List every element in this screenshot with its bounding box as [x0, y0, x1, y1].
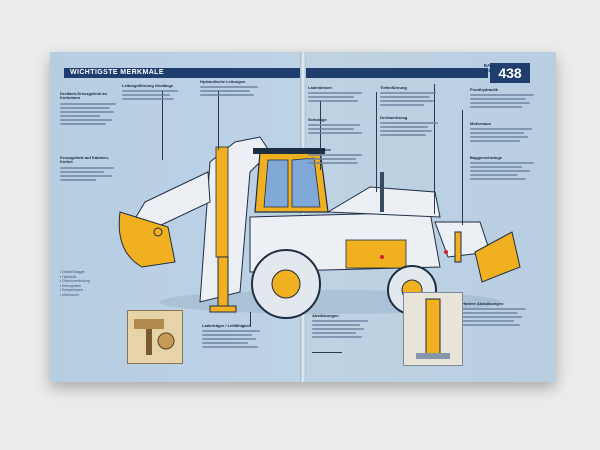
- inset-part: [416, 353, 450, 359]
- callout-heading: Hintere Abstützungen: [462, 301, 504, 306]
- callout-heading: Motorhaube: [308, 147, 331, 152]
- list-item: Hydraulik: [60, 275, 128, 280]
- indicator-dot: [444, 250, 448, 254]
- rear-hub: [271, 269, 301, 299]
- callout-heading: Tiefenführung: [380, 85, 407, 90]
- boom-cylinder: [215, 146, 229, 258]
- leader-line: [250, 312, 251, 326]
- callout-heading: Laderträger / Leitfähigkeit: [202, 323, 252, 328]
- callout-block-14: Motorraum: [470, 121, 536, 144]
- loader-cylinder: [454, 231, 462, 263]
- list-item: Kreuzgelenk: [60, 284, 128, 289]
- inset-part: [425, 298, 441, 356]
- callout-heading: Schwinge: [308, 117, 327, 122]
- callout-block-4: Hydraulische Leitungen: [200, 79, 260, 98]
- callout-block-12: Drehwerkzeug: [380, 115, 440, 138]
- engine-block: [345, 239, 407, 269]
- callout-block-6: Abstützungen: [312, 313, 372, 340]
- cab-roof: [253, 148, 325, 154]
- callout-block-15: Baggerschwinge: [470, 155, 536, 182]
- callout-block-1: Dreifach-Kreuzgelenk an Kurbelarm: [60, 91, 116, 127]
- section-title: WICHTIGSTE MERKMALE: [70, 69, 164, 76]
- leader-line: [376, 92, 377, 192]
- leader-line: [312, 352, 342, 353]
- brochure-spread: WICHTIGSTE MERKMALE BAGGERLADER MIT SCHI…: [50, 52, 556, 382]
- list-item: Schwenkwerk: [60, 288, 128, 293]
- list-item: Gelenkverbindung: [60, 279, 128, 284]
- callout-heading: Dreifach-Kreuzgelenk an Kurbelarm: [60, 91, 107, 101]
- cab-window-side: [291, 157, 321, 208]
- callout-block-2: Kreuzgelenk auf Kabinen-Kurbel: [60, 155, 116, 183]
- callout-heading: Laderahmen: [308, 85, 332, 90]
- callout-block-10: Motorhaube: [308, 147, 364, 166]
- indicator-dot: [380, 255, 384, 259]
- stabiliser-pad: [209, 305, 237, 313]
- page-number: 438: [490, 63, 530, 83]
- callout-block-8: Laderahmen: [308, 85, 364, 104]
- callout-heading: Kreuzgelenk auf Kabinen-Kurbel: [60, 155, 110, 165]
- detail-inset-diagram: [403, 292, 463, 366]
- leader-line: [162, 90, 163, 160]
- callout-heading: Baggerschwinge: [470, 155, 503, 160]
- detail-inset-photo: [127, 310, 183, 364]
- left-header-bar: [64, 68, 300, 78]
- notes-list: Gestell Bagger Hydraulik Gelenkverbindun…: [60, 270, 128, 298]
- right-header: BAGGERLADER MIT SCHIEBESCHLITTEN 438: [304, 52, 556, 382]
- callout-block-9: Schwinge: [308, 117, 364, 136]
- exhaust-stack: [380, 172, 384, 212]
- right-header-bar: [306, 68, 488, 78]
- callout-block-3: Leitungsführung Gestänge: [122, 83, 180, 102]
- callout-heading: Motorraum: [470, 121, 491, 126]
- cab-window-rear: [263, 159, 289, 208]
- inset-part: [146, 329, 152, 355]
- callout-heading: Drehwerkzeug: [380, 115, 408, 120]
- stabiliser-leg: [217, 256, 229, 308]
- callout-heading: Hydraulische Leitungen: [200, 79, 246, 84]
- loader-bucket: [474, 231, 521, 283]
- callout-heading: Fronthydraulik: [470, 87, 499, 92]
- callout-heading: Abstützungen: [312, 313, 339, 318]
- leader-line: [462, 110, 463, 225]
- list-item: Motorraum: [60, 293, 128, 298]
- leader-line: [434, 84, 435, 214]
- callout-block-5: Laderträger / Leitfähigkeit: [202, 323, 264, 350]
- callout-block-11: Tiefenführung: [380, 85, 440, 108]
- backhoe-bucket: [118, 211, 176, 268]
- list-item: Gestell Bagger: [60, 270, 128, 275]
- inset-part: [134, 319, 164, 329]
- callout-heading: Leitungsführung Gestänge: [122, 83, 174, 88]
- bucket-pivot: [153, 227, 163, 237]
- callout-block-13: Fronthydraulik: [470, 87, 536, 110]
- callout-block-7: Hintere Abstützungen: [462, 301, 530, 328]
- leader-line: [218, 90, 219, 150]
- inset-part: [157, 332, 175, 350]
- leader-line: [320, 100, 321, 170]
